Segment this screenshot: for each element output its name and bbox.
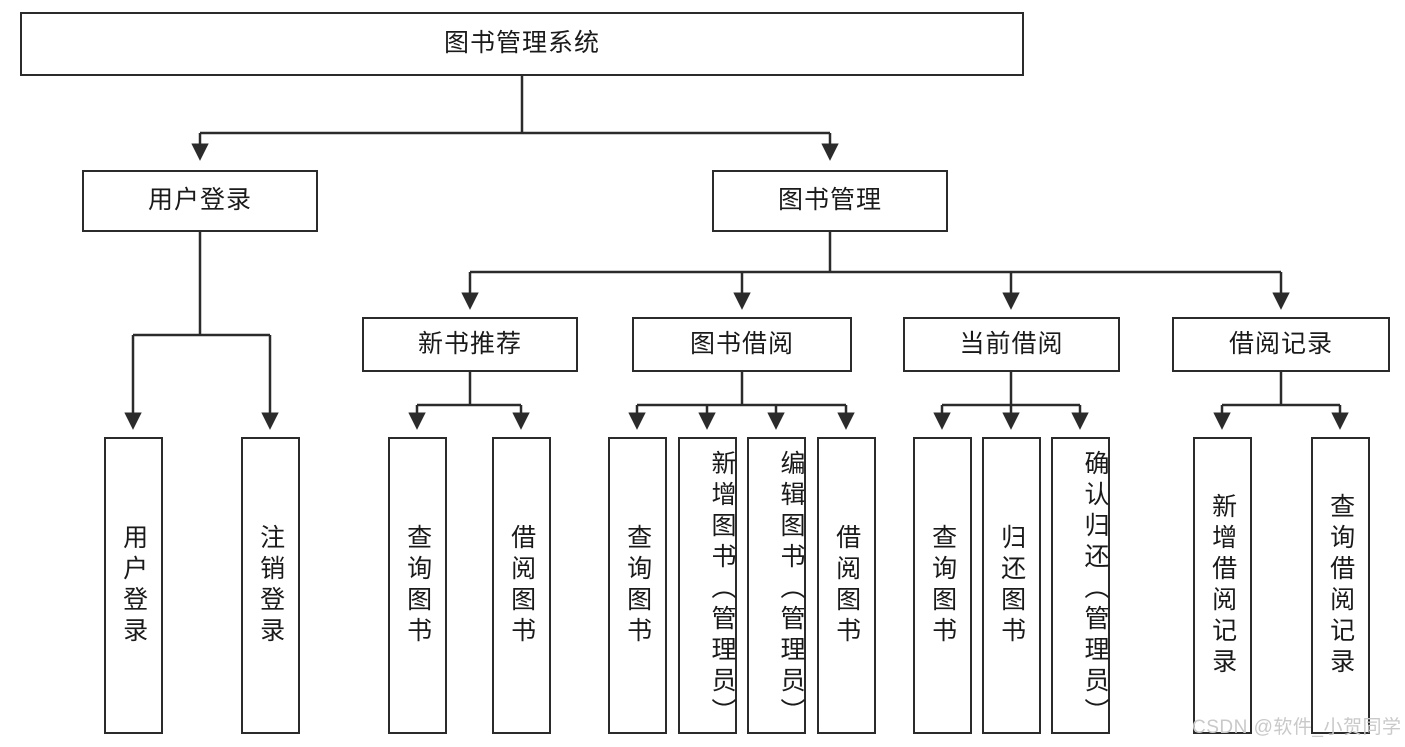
leaf-borrow-book-borrow-label: 借阅图书 [832,523,861,648]
node-book-borrow[interactable]: 图书借阅 [632,317,852,372]
node-user-login[interactable]: 用户登录 [82,170,318,232]
leaf-query-book-current-label: 查询图书 [928,523,957,648]
leaf-confirm-return-admin[interactable]: 确认归还（管理员） [1051,437,1110,734]
leaf-logout[interactable]: 注销登录 [241,437,300,734]
leaf-query-borrow-record[interactable]: 查询借阅记录 [1311,437,1370,734]
node-current-borrow[interactable]: 当前借阅 [903,317,1120,372]
leaf-query-book-newbook[interactable]: 查询图书 [388,437,447,734]
leaf-edit-book-admin[interactable]: 编辑图书（管理员） [747,437,806,734]
leaf-confirm-return-admin-label: 确认归还（管理员） [1081,450,1109,729]
leaf-return-book[interactable]: 归还图书 [982,437,1041,734]
node-current-borrow-label: 当前借阅 [959,329,1064,358]
leaf-user-login[interactable]: 用户登录 [104,437,163,734]
node-user-login-label: 用户登录 [147,186,252,215]
leaf-return-book-label: 归还图书 [997,523,1026,648]
leaf-query-book-borrow-label: 查询图书 [623,523,652,648]
leaf-add-book-admin-label: 新增图书（管理员） [708,450,736,729]
leaf-borrow-book-borrow[interactable]: 借阅图书 [817,437,876,734]
node-borrow-records-label: 借阅记录 [1228,329,1333,358]
leaf-edit-book-admin-label: 编辑图书（管理员） [777,450,805,729]
leaf-user-login-label: 用户登录 [119,523,148,648]
watermark: CSDN @软件_小贺同学 [1192,717,1402,738]
leaf-query-borrow-record-label: 查询借阅记录 [1326,492,1355,679]
leaf-add-borrow-record-label: 新增借阅记录 [1208,492,1237,679]
node-root-label: 图书管理系统 [443,29,600,58]
leaf-borrow-book-newbook[interactable]: 借阅图书 [492,437,551,734]
node-book-management-label: 图书管理 [777,186,882,215]
leaf-borrow-book-newbook-label: 借阅图书 [507,523,536,648]
node-book-management[interactable]: 图书管理 [712,170,948,232]
node-book-borrow-label: 图书借阅 [689,329,794,358]
leaf-add-borrow-record[interactable]: 新增借阅记录 [1193,437,1252,734]
node-new-book-recommend-label: 新书推荐 [417,329,522,358]
leaf-logout-label: 注销登录 [256,523,285,648]
node-borrow-records[interactable]: 借阅记录 [1172,317,1390,372]
node-root[interactable]: 图书管理系统 [20,12,1024,76]
leaf-query-book-borrow[interactable]: 查询图书 [608,437,667,734]
leaf-add-book-admin[interactable]: 新增图书（管理员） [678,437,737,734]
leaf-query-book-newbook-label: 查询图书 [403,523,432,648]
node-new-book-recommend[interactable]: 新书推荐 [362,317,578,372]
leaf-query-book-current[interactable]: 查询图书 [913,437,972,734]
